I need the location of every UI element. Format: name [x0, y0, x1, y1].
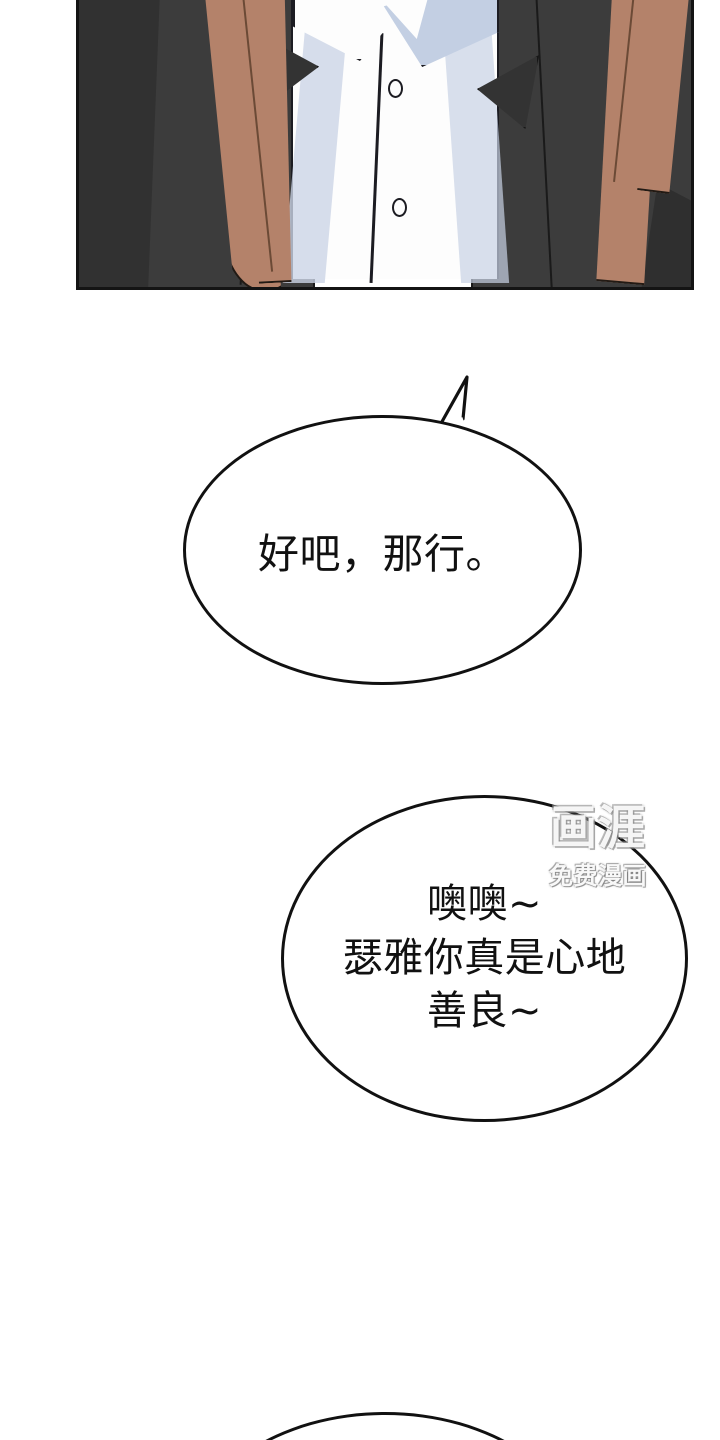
panel-artwork — [79, 0, 691, 287]
comic-panel — [76, 0, 694, 290]
suit-jacket-left-shadow — [79, 0, 161, 287]
shirt-button-lower — [392, 198, 407, 217]
speech-bubble-2-text: 噢噢~ 瑟雅你真是心地 善良~ — [342, 881, 627, 1035]
speech-bubble-1-text: 好吧，那行。 — [258, 529, 507, 578]
shirt-button-upper — [388, 79, 403, 98]
speech-bubble-3-partial — [189, 1412, 581, 1440]
speech-bubble-2: 噢噢~ 瑟雅你真是心地 善良~ — [281, 795, 688, 1122]
speech-bubble-1: 好吧，那行。 — [183, 415, 582, 685]
